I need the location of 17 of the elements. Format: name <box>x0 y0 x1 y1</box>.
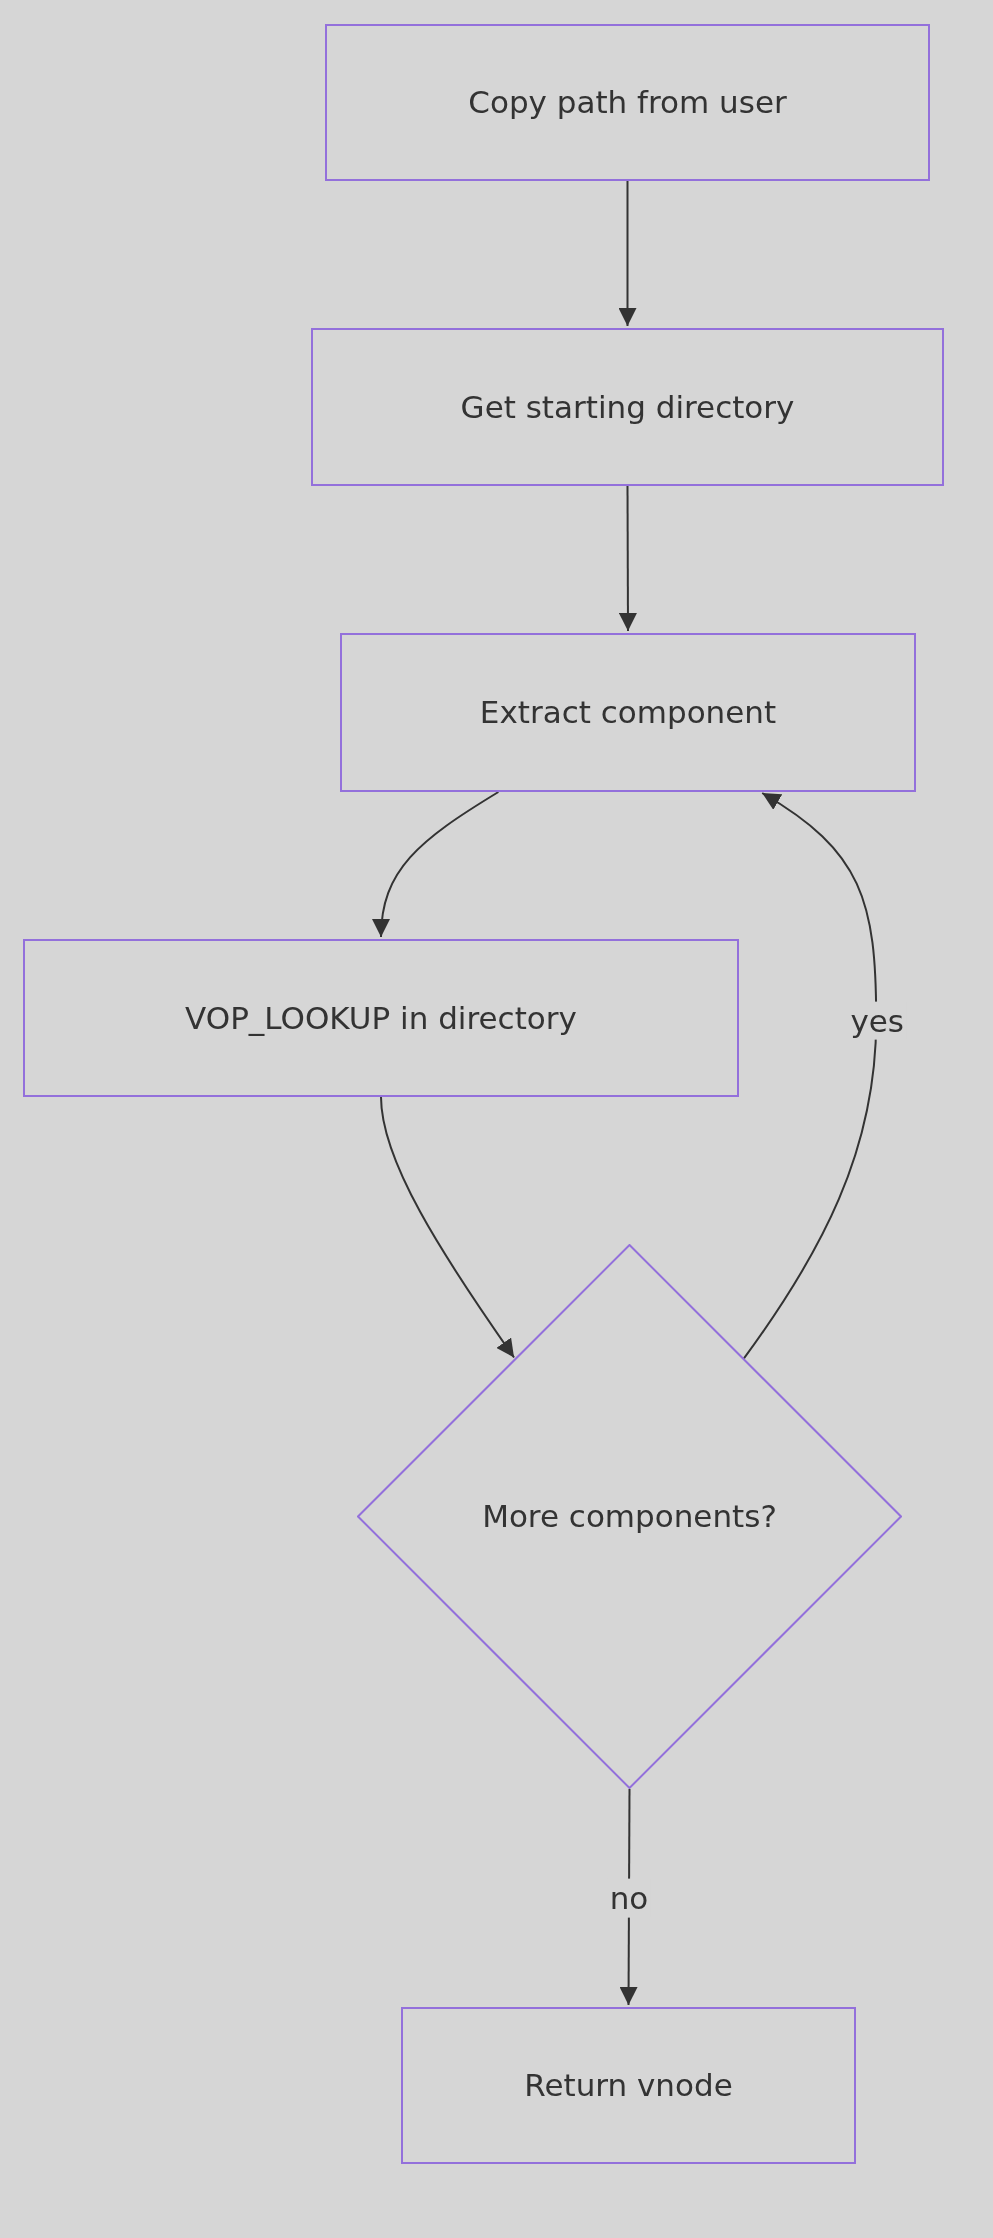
process-box <box>311 328 944 486</box>
process-box <box>23 939 739 1097</box>
arrow <box>742 792 878 1360</box>
process-text: Extract component <box>479 693 777 733</box>
arrow <box>380 1096 516 1359</box>
process-box <box>401 2007 856 2164</box>
edge-label: yes <box>848 1001 906 1041</box>
process-box <box>340 633 916 792</box>
process-text: Copy path from user <box>468 83 787 123</box>
arrow <box>618 485 637 632</box>
arrow <box>618 180 637 327</box>
decision-text: More components? <box>482 1497 777 1537</box>
process-text: Return vnode <box>524 2066 733 2106</box>
process-box <box>325 24 930 181</box>
process-text: VOP_LOOKUP in directory <box>185 998 577 1038</box>
process-text: Get starting directory <box>460 387 795 427</box>
arrow <box>372 791 500 938</box>
